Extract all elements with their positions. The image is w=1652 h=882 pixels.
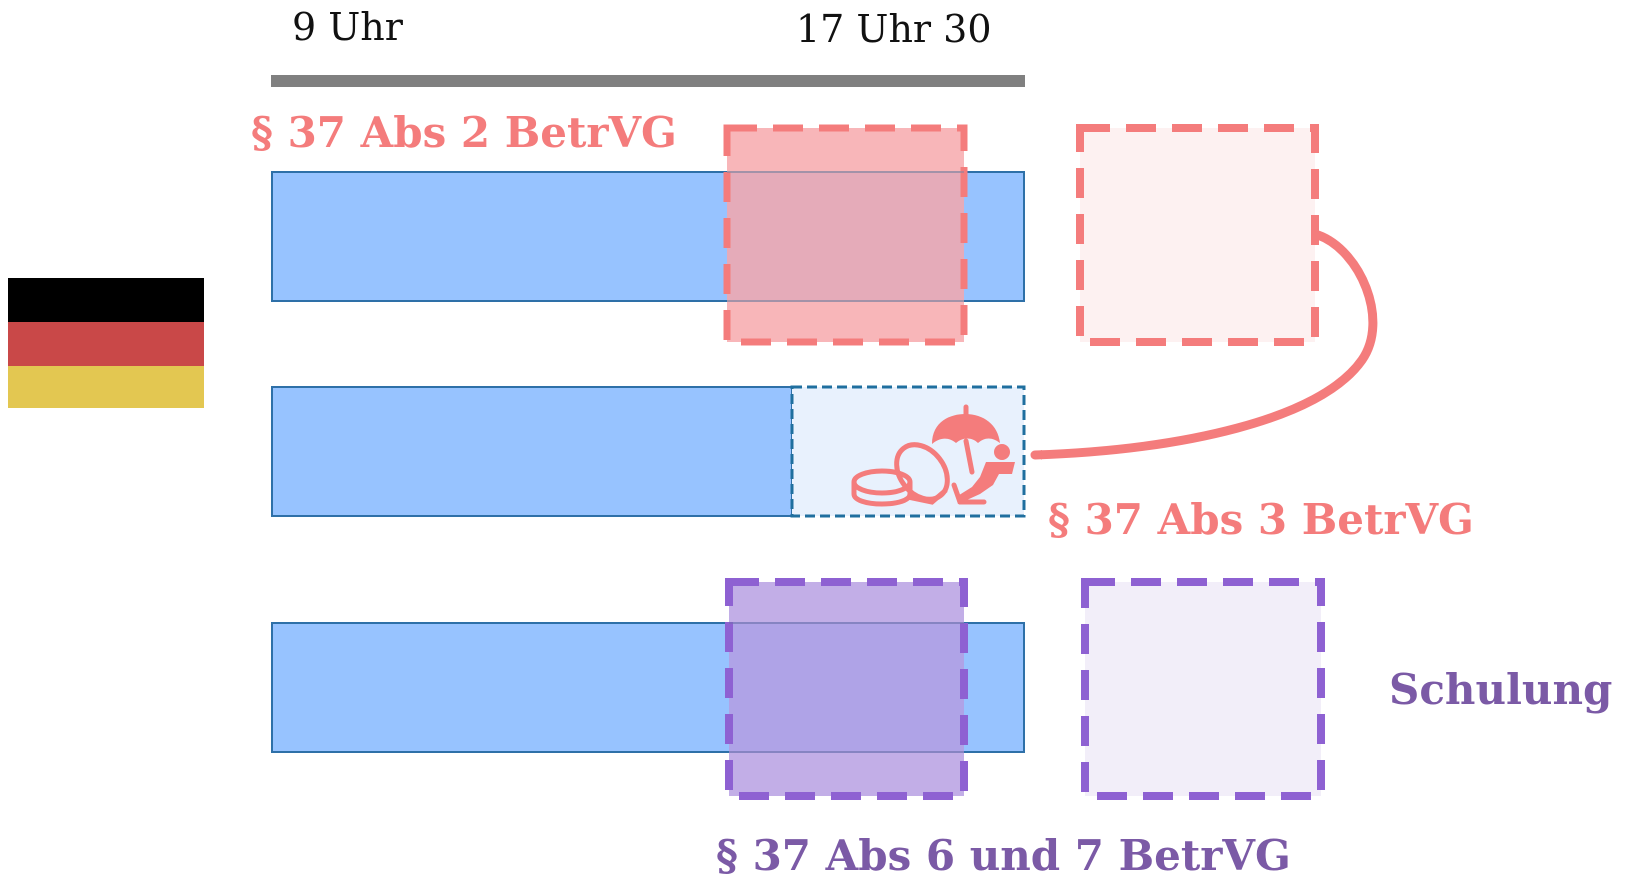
workday-bar-middle — [271, 386, 793, 517]
timeline-start-label: 9 Uhr — [292, 5, 404, 49]
outside-hours-box-purple — [1081, 578, 1325, 800]
betriebsratsarbeit-overlap-box — [723, 124, 968, 346]
flag-stripe-black — [8, 278, 204, 322]
beach-umbrella-icon — [932, 404, 1000, 475]
training-overlap-box — [725, 578, 968, 800]
row-bottom: Schulung § 37 Abs 6 und 7 BetrVG — [271, 578, 1612, 880]
timeline-end-label: 17 Uhr 30 — [796, 7, 992, 51]
outside-hours-box-red — [1076, 124, 1319, 346]
germany-flag-icon — [8, 278, 204, 408]
law-label-abs2: § 37 Abs 2 BetrVG — [251, 108, 677, 157]
law-label-abs3: § 37 Abs 3 BetrVG — [1048, 495, 1474, 544]
compensation-arrow — [1030, 230, 1378, 460]
law-label-abs6-7: § 37 Abs 6 und 7 BetrVG — [716, 831, 1291, 880]
relaxing-person-icon — [951, 444, 1015, 505]
row-middle: § 37 Abs 3 BetrVG — [271, 385, 1474, 544]
flag-stripe-gold — [8, 366, 204, 408]
row-top: § 37 Abs 2 BetrVG — [251, 108, 1319, 346]
flag-stripe-red — [8, 322, 204, 366]
training-label: Schulung — [1389, 665, 1612, 714]
coins-icon — [851, 442, 950, 507]
timeline-axis — [271, 75, 1025, 87]
timeline: 9 Uhr 17 Uhr 30 — [271, 5, 1025, 87]
